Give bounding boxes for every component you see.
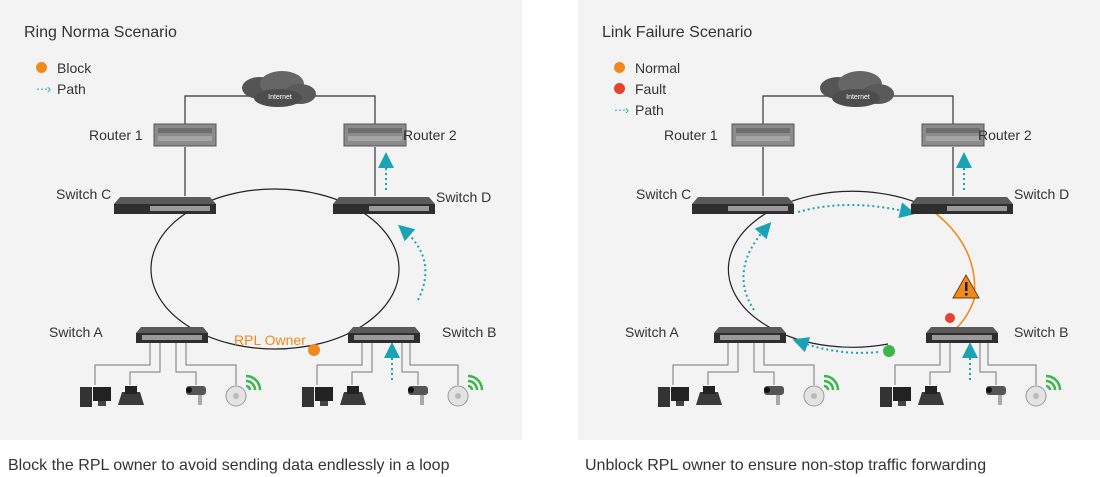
switch-a-label: Switch A: [49, 324, 103, 340]
desktop-pc-icon: [302, 387, 333, 407]
switch-icon: [692, 197, 794, 214]
ring-normal-diagram: Internet: [80, 71, 484, 407]
normal-dot-icon: [614, 62, 625, 73]
switch-b-label: Switch B: [442, 324, 497, 340]
wifi-icon: [823, 374, 840, 391]
router-1-label: Router 1: [89, 127, 143, 143]
switch-c-label: Switch C: [636, 186, 692, 202]
ip-camera-icon: [986, 386, 1006, 405]
ring-normal-panel: Ring Norma Scenario Block ⋯› Path: [0, 0, 522, 440]
ip-phone-icon: [918, 386, 944, 405]
ip-phone-icon: [340, 386, 366, 405]
caption-left: Block the RPL owner to avoid sending dat…: [8, 457, 450, 474]
router-2-label: Router 2: [978, 127, 1032, 143]
switch-icon: [333, 197, 435, 214]
svg-text:Internet: Internet: [268, 94, 292, 101]
fault-link: [933, 211, 976, 341]
link-failure-diagram: Internet: [658, 71, 1062, 407]
legend-label: Path: [57, 80, 86, 97]
switch-d-label: Switch D: [436, 189, 492, 205]
router-1-label: Router 1: [664, 127, 718, 143]
ip-camera-icon: [408, 386, 428, 405]
normal-dot: [883, 345, 895, 357]
rpl-owner-label: RPL Owner: [234, 332, 306, 348]
legend-label: Fault: [635, 80, 667, 97]
switch-icon: [114, 197, 216, 214]
switch-a-label: Switch A: [625, 324, 679, 340]
legend-label: Path: [635, 101, 664, 118]
switch-icon: [136, 327, 208, 343]
switch-icon: [911, 197, 1013, 214]
switch-icon: [348, 327, 420, 343]
link-failure-panel: Link Failure Scenario Normal Fault ⋯› Pa…: [578, 0, 1100, 440]
desktop-pc-icon: [80, 387, 111, 407]
wifi-icon: [467, 374, 484, 391]
wireless-ap-icon: [447, 385, 469, 407]
desktop-pc-icon: [658, 387, 689, 407]
router-icon: [153, 123, 217, 147]
ring-link: [150, 188, 400, 350]
ip-phone-icon: [118, 386, 144, 405]
fault-dot-icon: [614, 83, 625, 94]
fault-dot: [945, 313, 955, 323]
cloud-icon: Internet: [242, 71, 316, 107]
router-icon: [921, 123, 985, 147]
switch-c-label: Switch C: [56, 186, 112, 202]
legend-item-path: ⋯› Path: [614, 99, 680, 120]
panel-title: Link Failure Scenario: [602, 24, 753, 41]
legend: Block ⋯› Path: [36, 57, 91, 99]
block-dot-icon: [36, 62, 47, 73]
router-icon: [343, 123, 407, 147]
panel-title: Ring Norma Scenario: [24, 24, 177, 41]
warning-icon: [952, 273, 980, 299]
legend-label: Normal: [635, 59, 681, 76]
ip-camera-icon: [186, 386, 206, 405]
wifi-icon: [245, 374, 262, 391]
svg-text:Internet: Internet: [846, 94, 870, 101]
legend-label: Block: [57, 59, 92, 76]
wireless-ap-icon: [225, 385, 247, 407]
ip-phone-icon: [696, 386, 722, 405]
wireless-ap-icon: [1025, 385, 1047, 407]
switch-icon: [714, 327, 786, 343]
cloud-icon: Internet: [820, 71, 894, 107]
rpl-block-dot: [308, 344, 320, 356]
ip-camera-icon: [764, 386, 784, 405]
legend-item-fault: Fault: [614, 78, 680, 99]
caption-right: Unblock RPL owner to ensure non-stop tra…: [585, 457, 987, 474]
wireless-ap-icon: [803, 385, 825, 407]
desktop-pc-icon: [880, 387, 911, 407]
legend-item-path: ⋯› Path: [36, 78, 91, 99]
switch-icon: [926, 327, 998, 343]
legend: Normal Fault ⋯› Path: [614, 57, 680, 120]
switch-b-label: Switch B: [1014, 324, 1069, 340]
router-2-label: Router 2: [403, 127, 457, 143]
router-icon: [731, 123, 795, 147]
ring-link: [727, 190, 934, 348]
legend-item-block: Block: [36, 57, 91, 78]
switch-d-label: Switch D: [1014, 186, 1070, 202]
wifi-icon: [1045, 374, 1062, 391]
legend-item-normal: Normal: [614, 57, 680, 78]
